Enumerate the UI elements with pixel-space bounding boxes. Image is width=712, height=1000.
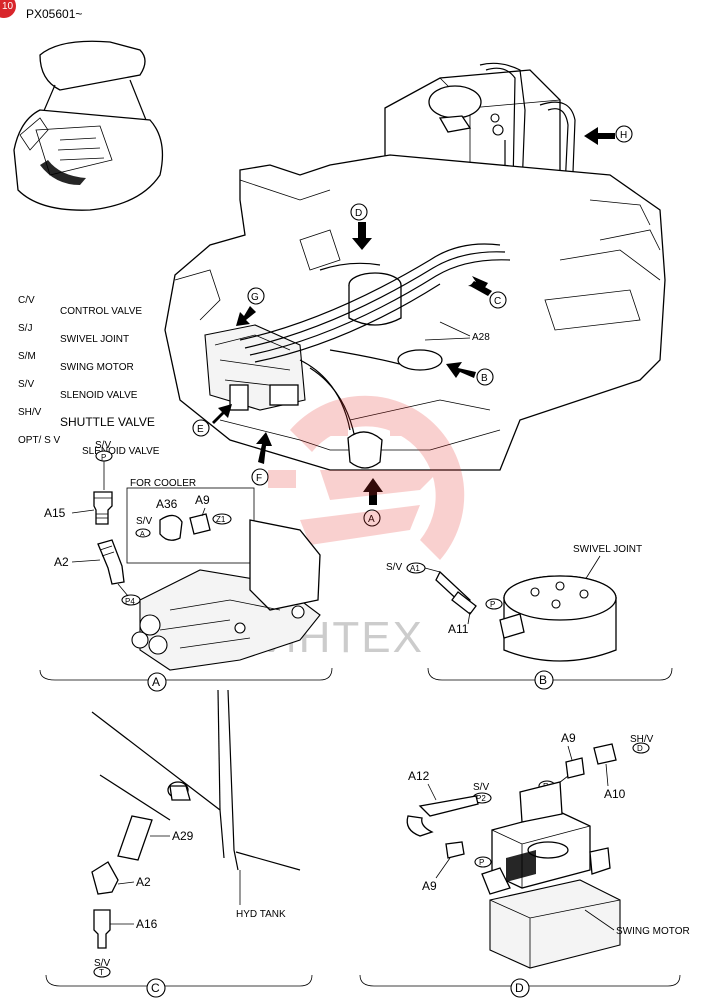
- svg-text:CONTROL VALVE: CONTROL VALVE: [60, 306, 142, 317]
- watermark-logo: [268, 395, 465, 560]
- svg-text:HYD TANK: HYD TANK: [236, 909, 286, 920]
- svg-text:S/V: S/V: [94, 958, 110, 969]
- callout-B: B: [446, 362, 494, 386]
- svg-text:SH/V: SH/V: [18, 407, 42, 418]
- svg-text:C: C: [494, 296, 501, 307]
- svg-text:A9: A9: [195, 493, 210, 507]
- svg-text:G: G: [251, 292, 259, 303]
- svg-text:A16: A16: [136, 917, 158, 931]
- svg-text:SLENOID VALVE: SLENOID VALVE: [60, 390, 138, 401]
- svg-text:SWIVEL JOINT: SWIVEL JOINT: [60, 334, 129, 345]
- svg-text:A: A: [368, 514, 375, 525]
- svg-text:S/J: S/J: [18, 323, 32, 334]
- svg-text:C: C: [151, 981, 160, 995]
- callout-E: E: [192, 404, 232, 437]
- svg-text:S/V: S/V: [136, 516, 152, 527]
- svg-text:S/V: S/V: [386, 562, 402, 573]
- abbreviation-legend: C/V CONTROL VALVE S/J SWIVEL JOINT S/M S…: [18, 295, 160, 457]
- svg-text:B: B: [539, 673, 547, 687]
- svg-text:A: A: [152, 675, 160, 689]
- svg-text:A2: A2: [136, 875, 151, 889]
- svg-text:Z1: Z1: [216, 515, 226, 524]
- callout-D: D: [350, 203, 372, 250]
- callout-G: G: [236, 287, 265, 326]
- page-badge: 10: [0, 0, 16, 18]
- svg-text:P2: P2: [476, 794, 486, 803]
- svg-text:A29: A29: [172, 829, 194, 843]
- svg-text:A1: A1: [410, 564, 420, 573]
- svg-text:SHUTTLE VALVE: SHUTTLE VALVE: [60, 415, 155, 429]
- svg-text:P4: P4: [125, 597, 135, 606]
- model-range: PX05601~: [26, 7, 82, 21]
- detail-D: A9 SH/V D A10 R A12 S/V P2 A9 P: [359, 731, 690, 998]
- svg-text:D: D: [515, 981, 524, 995]
- svg-text:10: 10: [2, 1, 14, 12]
- svg-text:S/M: S/M: [18, 351, 36, 362]
- svg-text:SWIVEL JOINT: SWIVEL JOINT: [573, 544, 642, 555]
- detail-B: SWIVEL JOINT S/V A1 A11 P B: [386, 544, 673, 690]
- svg-text:OPT/ S V: OPT/ S V: [18, 435, 61, 446]
- svg-text:SWING MOTOR: SWING MOTOR: [60, 362, 134, 373]
- svg-text:S/V: S/V: [95, 440, 111, 451]
- callout-F: F: [251, 432, 272, 486]
- svg-text:A2: A2: [54, 555, 69, 569]
- svg-text:A10: A10: [604, 787, 626, 801]
- svg-text:A: A: [140, 531, 145, 538]
- svg-text:A9: A9: [422, 879, 437, 893]
- svg-text:SH/V: SH/V: [630, 734, 654, 745]
- svg-text:A11: A11: [448, 622, 469, 636]
- svg-text:SWING MOTOR: SWING MOTOR: [616, 926, 690, 937]
- svg-text:P: P: [101, 453, 106, 462]
- detail-A: FOR COOLER S/V P A15 A2 P4 A36 A9 S/V A …: [39, 440, 333, 692]
- callout-A: A: [363, 478, 383, 527]
- svg-text:P: P: [479, 858, 484, 867]
- upper-frame-drawing: [164, 62, 666, 471]
- svg-text:D: D: [637, 744, 643, 753]
- svg-text:C/V: C/V: [18, 295, 35, 306]
- svg-text:B: B: [481, 373, 488, 384]
- svg-text:S/V: S/V: [473, 782, 489, 793]
- excavator-thumbnail: [13, 40, 164, 211]
- svg-text:FOR COOLER: FOR COOLER: [130, 478, 196, 489]
- svg-text:F: F: [256, 473, 262, 484]
- svg-text:E: E: [197, 424, 204, 435]
- svg-text:A36: A36: [156, 497, 178, 511]
- callout-C: C: [468, 276, 507, 309]
- svg-text:A28: A28: [472, 332, 490, 343]
- svg-text:A9: A9: [561, 731, 576, 745]
- svg-text:S/V: S/V: [18, 379, 34, 390]
- svg-text:H: H: [620, 130, 627, 141]
- svg-text:SLENOID VALVE: SLENOID VALVE: [82, 446, 160, 457]
- svg-text:A12: A12: [408, 769, 430, 783]
- detail-C: HYD TANK A29 A2 A16 S/V T C: [45, 689, 313, 998]
- svg-text:T: T: [99, 968, 104, 977]
- callout-H: H: [584, 125, 633, 145]
- svg-text:D: D: [355, 208, 362, 219]
- svg-text:A15: A15: [44, 506, 66, 520]
- svg-text:P: P: [490, 600, 495, 609]
- callout-A28: A28: [424, 321, 490, 343]
